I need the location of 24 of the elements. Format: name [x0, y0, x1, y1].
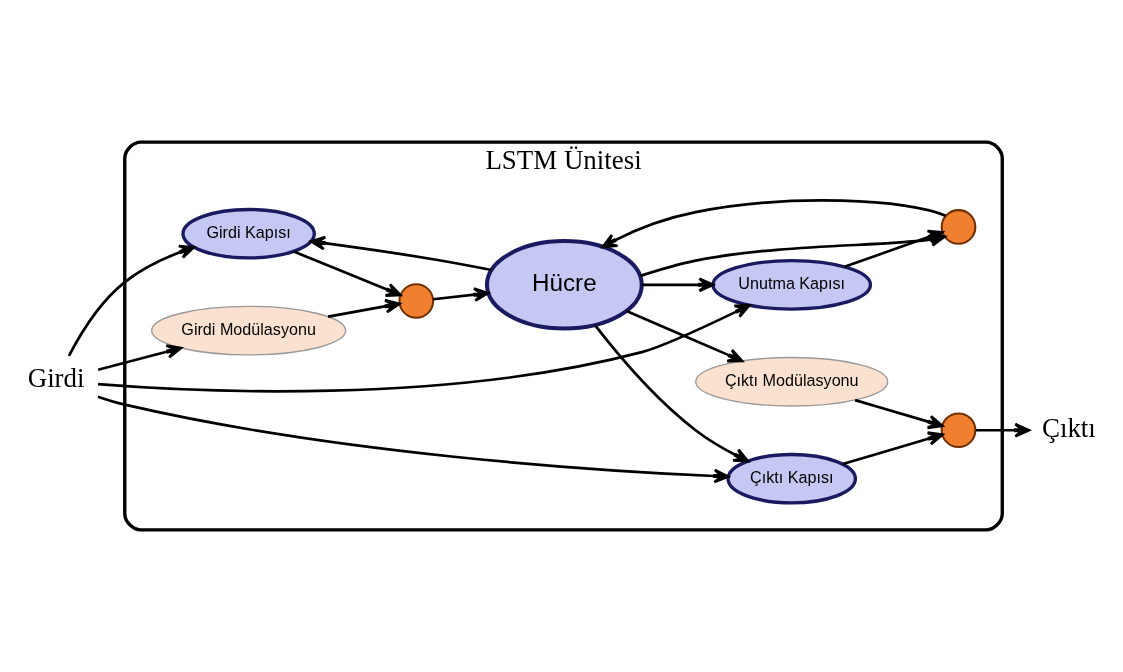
arrow — [433, 287, 490, 303]
arrow — [625, 309, 744, 363]
node-circle — [940, 412, 977, 449]
arrow — [97, 395, 730, 484]
node-text: Girdi — [27, 363, 85, 394]
arrow — [594, 324, 750, 463]
node-ellipse: Girdi Kapısı — [181, 207, 316, 260]
node-ellipse: Çıktı Kapısı — [726, 452, 858, 505]
arrow — [67, 244, 195, 357]
node-ellipse: Unutma Kapısı — [711, 258, 873, 311]
node-ellipse: Girdi Modülasyonu — [150, 305, 347, 356]
arrow — [97, 344, 183, 372]
node-ellipse: Hücre — [484, 239, 644, 331]
arrow — [641, 277, 715, 293]
node-circle — [940, 209, 977, 245]
node-circle — [398, 283, 435, 319]
arrow — [327, 298, 401, 318]
arrow — [293, 250, 402, 297]
arrow — [842, 431, 944, 466]
arrow — [975, 422, 1031, 438]
arrow — [854, 398, 944, 430]
node-text: Çıktı — [1041, 412, 1096, 443]
node-ellipse: Çıktı Modülasyonu — [695, 356, 889, 407]
arrow — [309, 235, 492, 272]
